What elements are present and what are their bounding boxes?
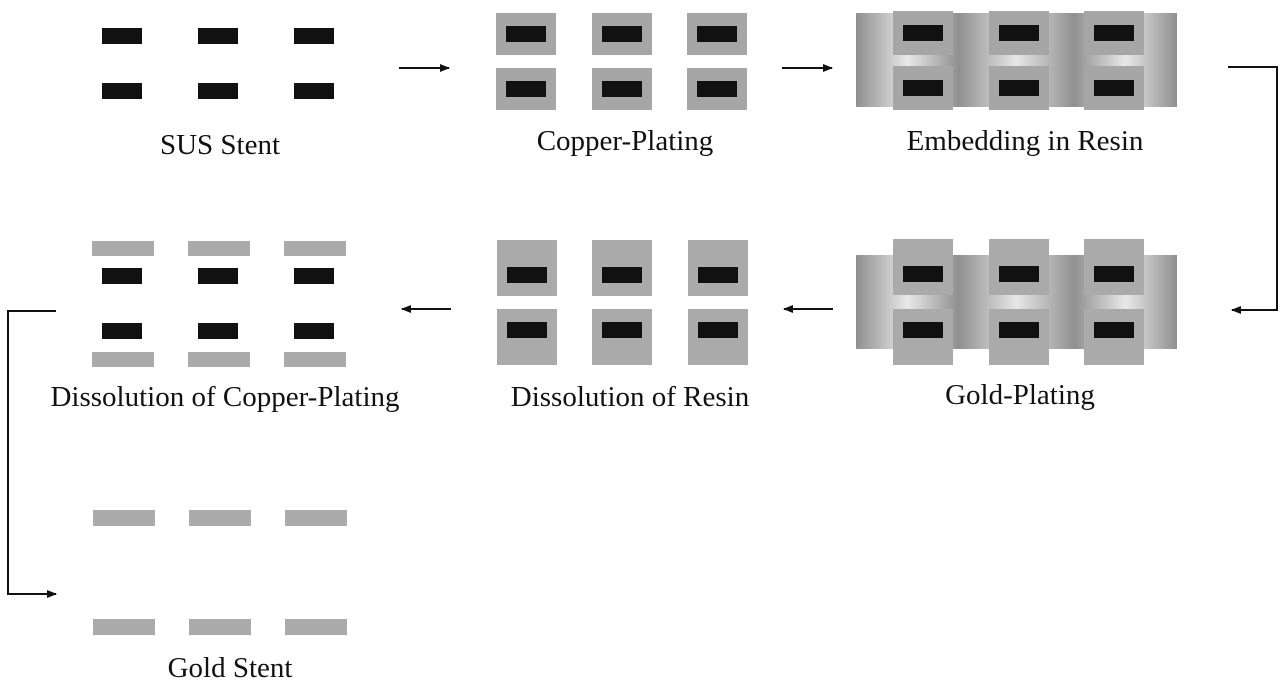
- steel-strut: [1094, 322, 1134, 338]
- label-sus-stent: SUS Stent: [159, 129, 281, 161]
- steel-strut: [102, 83, 142, 99]
- steel-strut: [198, 268, 238, 284]
- steel-strut: [999, 80, 1039, 96]
- sus-stent-figure: [102, 28, 334, 99]
- steel-strut: [602, 26, 642, 42]
- steel-strut: [294, 83, 334, 99]
- gold-strip: [188, 352, 250, 367]
- embedding-in-resin-figure: [856, 11, 1177, 110]
- steel-strut: [698, 322, 738, 338]
- steel-strut: [697, 26, 737, 42]
- gold-strip: [189, 510, 251, 526]
- steel-strut: [507, 267, 547, 283]
- steel-strut: [903, 322, 943, 338]
- gold-strip: [284, 352, 346, 367]
- gold-strip: [92, 241, 154, 256]
- label-embedding-in-resin: Embedding in Resin: [906, 125, 1144, 157]
- gold-strip: [189, 619, 251, 635]
- gold-strip: [93, 619, 155, 635]
- steel-strut: [294, 268, 334, 284]
- label-dissolution-of-resin: Dissolution of Resin: [510, 381, 750, 413]
- steel-strut: [294, 323, 334, 339]
- steel-strut: [903, 80, 943, 96]
- elbow-arrow: [7, 310, 57, 598]
- steel-strut: [198, 83, 238, 99]
- steel-strut: [102, 323, 142, 339]
- gold-strip: [188, 241, 250, 256]
- steel-strut: [506, 81, 546, 97]
- dissolution-of-copper-plating-figure: [92, 241, 346, 367]
- dissolution-of-resin-figure: [497, 240, 748, 365]
- steel-strut: [506, 26, 546, 42]
- steel-strut: [999, 266, 1039, 282]
- steel-strut: [602, 267, 642, 283]
- steel-strut: [102, 28, 142, 44]
- gold-plating-figure: [856, 239, 1177, 365]
- gold-stent-figure: [93, 510, 347, 635]
- steel-strut: [602, 322, 642, 338]
- steel-strut: [1094, 266, 1134, 282]
- copper-plating-figure: [496, 13, 747, 110]
- gold-strip: [92, 352, 154, 367]
- steel-strut: [698, 267, 738, 283]
- steel-strut: [198, 323, 238, 339]
- elbow-arrow: [1228, 66, 1278, 314]
- steel-strut: [1094, 25, 1134, 41]
- steel-strut: [294, 28, 334, 44]
- steel-strut: [903, 25, 943, 41]
- gold-strip: [284, 241, 346, 256]
- label-dissolution-of-copper-plating: Dissolution of Copper-Plating: [50, 381, 400, 413]
- label-copper-plating: Copper-Plating: [536, 125, 714, 157]
- steel-strut: [697, 81, 737, 97]
- steel-strut: [999, 322, 1039, 338]
- steel-strut: [198, 28, 238, 44]
- steel-strut: [602, 81, 642, 97]
- steel-strut: [507, 322, 547, 338]
- steel-strut: [903, 266, 943, 282]
- gold-strip: [285, 510, 347, 526]
- label-gold-stent: Gold Stent: [167, 652, 293, 684]
- steel-strut: [999, 25, 1039, 41]
- gold-strip: [93, 510, 155, 526]
- steel-strut: [102, 268, 142, 284]
- gold-strip: [285, 619, 347, 635]
- label-gold-plating: Gold-Plating: [945, 379, 1095, 411]
- steel-strut: [1094, 80, 1134, 96]
